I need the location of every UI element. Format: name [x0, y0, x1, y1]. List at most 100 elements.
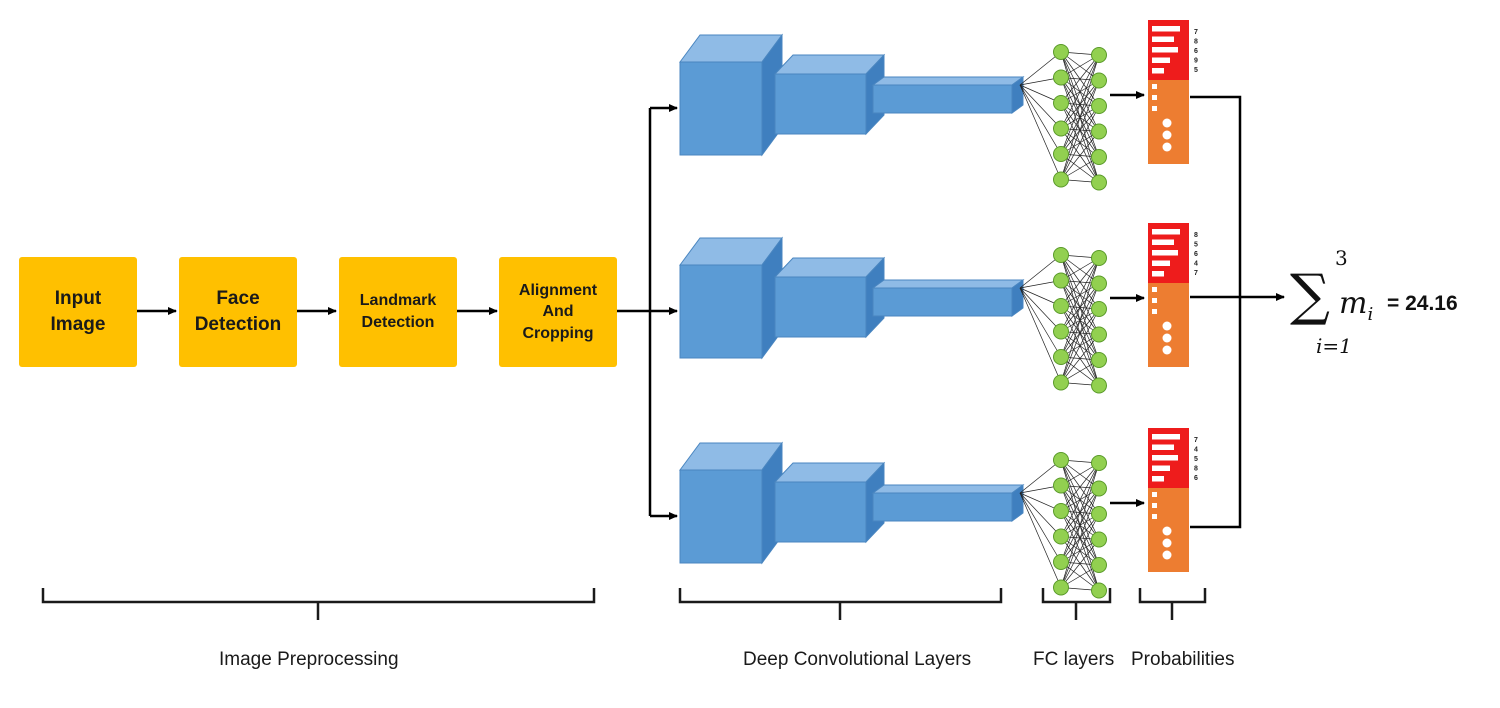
fc-input-edge — [1019, 459, 1062, 494]
prob-bar-4 — [1152, 260, 1170, 266]
section-braces — [41, 588, 1207, 620]
caption-conv: Deep Convolutional Layers — [743, 649, 972, 670]
fc-node-layer1-3 — [1053, 95, 1069, 111]
fc-node-layer2-2 — [1091, 72, 1107, 89]
conv-block-large-1-front — [679, 61, 763, 156]
prob-digit-label: 6 — [1194, 48, 1198, 55]
fc-node-layer2-3 — [1091, 98, 1107, 114]
brace-prob — [1138, 588, 1207, 620]
prob-dot-1 — [1162, 118, 1172, 128]
prob-digit-label: 4 — [1194, 261, 1198, 268]
fc-node-layer1-5 — [1053, 146, 1069, 162]
fc-input-edge — [1019, 287, 1062, 332]
prob-bar-3 — [1152, 250, 1178, 256]
fc-input-edge — [1019, 254, 1062, 289]
prob-bar-2 — [1152, 239, 1174, 245]
conv-block-small-2-front — [872, 287, 1013, 317]
fc-node-layer1-5 — [1053, 554, 1069, 570]
fc-edge — [1060, 334, 1100, 383]
prob-digit-label: 9 — [1194, 58, 1198, 65]
fc-edge — [1060, 283, 1100, 383]
fc-node-layer2-6 — [1091, 174, 1107, 191]
fc-edge — [1060, 462, 1100, 512]
fanout-arrows — [617, 104, 678, 520]
fc-node-layer2-1 — [1091, 455, 1107, 471]
prob-dot-3 — [1162, 345, 1172, 355]
prob-digit-label: 5 — [1194, 242, 1198, 249]
conv-block-large-3-front — [679, 469, 763, 564]
fc-node-layer2-4 — [1091, 326, 1107, 343]
conv-block-large-3 — [679, 441, 783, 565]
fc-edge — [1060, 257, 1100, 332]
fc-input-edge — [1019, 84, 1062, 129]
fc-node-layer2-2 — [1091, 480, 1107, 497]
prob-square-1 — [1152, 492, 1157, 497]
fc-input-edge — [1019, 492, 1062, 588]
fc-input-edge — [1019, 51, 1062, 86]
fc-input-edge — [1019, 287, 1062, 383]
prob-bar-1 — [1152, 26, 1180, 32]
conv-block-medium-1 — [773, 53, 886, 136]
caption-prob: Probabilities — [1131, 649, 1235, 670]
prob-bar-1 — [1152, 434, 1180, 440]
fc-node-layer1-2 — [1053, 272, 1069, 289]
fc-node-layer2-1 — [1091, 47, 1107, 63]
conv-block-medium-3 — [773, 461, 886, 544]
prob-digit-label: 8 — [1194, 39, 1198, 46]
conv-block-medium-3-top — [773, 462, 886, 483]
fc-edge — [1060, 257, 1100, 307]
sum-term: mi — [1339, 286, 1373, 325]
fc-edge — [1060, 54, 1100, 155]
fc-node-layer1-1 — [1053, 44, 1069, 60]
fc-edge — [1060, 105, 1100, 180]
prob-dot-3 — [1162, 142, 1172, 152]
prob-bar-2 — [1152, 444, 1174, 450]
alignment-cropping-box: Alignment And Cropping — [499, 257, 617, 367]
fc-node-layer2-6 — [1091, 582, 1107, 599]
fc-node-layer1-5 — [1053, 349, 1069, 365]
fc-input-edge — [1019, 84, 1062, 180]
fc-edge — [1060, 257, 1100, 358]
input-image-label: Input Image — [50, 288, 106, 335]
prob-digit-label: 7 — [1194, 437, 1198, 444]
prob-square-2 — [1152, 95, 1157, 100]
prob-bar-2 — [1152, 36, 1174, 42]
prob-bar-5 — [1152, 68, 1164, 74]
fc-input-edge — [1019, 492, 1062, 537]
fc-node-layer1-2 — [1053, 477, 1069, 494]
prob-dot-2 — [1162, 130, 1172, 140]
prob-dot-2 — [1162, 333, 1172, 343]
brace-fc — [1041, 588, 1112, 620]
prob-digit-label: 7 — [1194, 270, 1198, 277]
fc-node-layer1-3 — [1053, 298, 1069, 314]
input-image-box: Input Image — [19, 257, 137, 367]
merge-line — [1190, 95, 1242, 529]
conv-block-medium-1-top — [773, 54, 886, 75]
conv-block-small-2-top — [871, 279, 1025, 289]
prob-bar-5 — [1152, 476, 1164, 482]
fc-node-layer1-1 — [1053, 452, 1069, 468]
prob-square-1 — [1152, 287, 1157, 292]
fc-input-edge — [1019, 84, 1062, 155]
conv-block-large-2 — [679, 236, 783, 360]
fc-node-layer1-2 — [1053, 69, 1069, 86]
conv-block-large-2-front — [679, 264, 763, 359]
fc-edge — [1060, 488, 1100, 588]
prob-digit-label: 5 — [1194, 456, 1198, 463]
prob-dot-2 — [1162, 538, 1172, 548]
fc-node-layer1-4 — [1053, 528, 1069, 545]
fc-node-layer2-5 — [1091, 557, 1107, 573]
sum-upper-limit: 3 — [1335, 246, 1348, 270]
conv-block-small-2 — [871, 279, 1025, 317]
brace-conv — [678, 588, 1003, 620]
alignment-cropping-label: Alignment And Cropping — [518, 281, 598, 342]
prob-bar-1 — [1152, 229, 1180, 235]
prob-digit-label: 8 — [1194, 232, 1198, 239]
prob-digit-label: 6 — [1194, 251, 1198, 258]
fc-node-layer1-6 — [1053, 374, 1069, 391]
prob-bar-5 — [1152, 271, 1164, 277]
